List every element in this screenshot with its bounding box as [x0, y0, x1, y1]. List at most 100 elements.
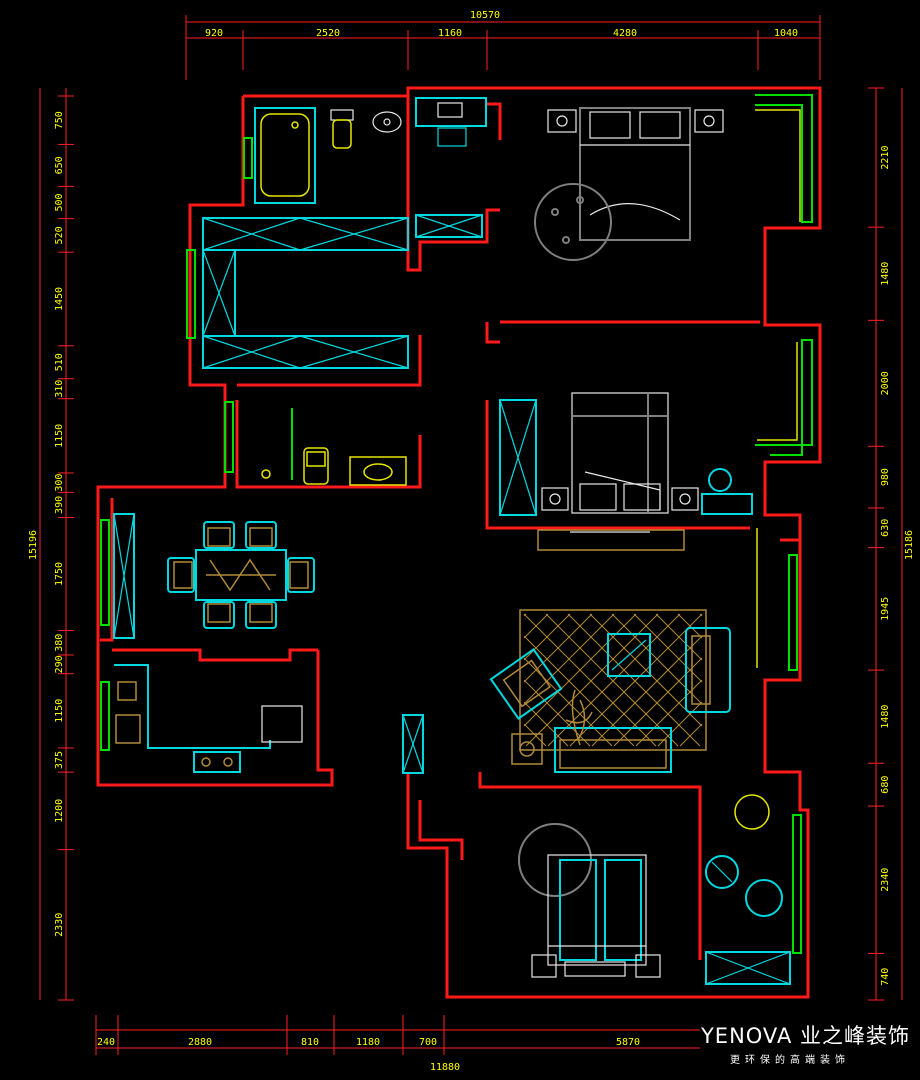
dimension-label: 240	[97, 1037, 115, 1048]
rug-line	[523, 613, 657, 747]
kitchen	[114, 664, 303, 773]
bathtub	[254, 107, 316, 204]
dining-table	[195, 549, 287, 601]
dimension-label: 520	[54, 226, 65, 244]
master-bathroom	[254, 97, 487, 204]
dimension-label: 390	[54, 496, 65, 514]
dimension-label: 1160	[438, 28, 462, 39]
nightstand	[547, 109, 577, 133]
dimension-label: 1480	[880, 705, 891, 729]
dimension-label: 310	[54, 380, 65, 398]
coffee-table	[607, 633, 651, 677]
rug-line	[613, 657, 703, 747]
wardrobe	[202, 335, 409, 369]
windows	[100, 94, 813, 954]
dining-area	[113, 513, 315, 639]
dimension-label: 10570	[470, 10, 500, 21]
floor-drain	[261, 469, 271, 479]
rug-line	[525, 613, 659, 747]
dimension-label: 4280	[613, 28, 637, 39]
rug-line	[545, 613, 679, 747]
rug-line	[657, 701, 703, 747]
rug-line	[523, 635, 635, 747]
sink	[261, 705, 303, 743]
dimension-label: 810	[301, 1037, 319, 1048]
rug-line	[523, 613, 615, 705]
dimension-label: 15186	[904, 530, 915, 560]
tv-cabinet	[554, 727, 672, 773]
rug-line	[547, 613, 681, 747]
washbasin	[372, 111, 402, 133]
dimension-label: 1450	[54, 287, 65, 311]
dimension-label: 500	[54, 193, 65, 211]
dimension-label: 290	[54, 655, 65, 673]
dimension-label: 980	[880, 468, 891, 486]
dimension-label: 700	[419, 1037, 437, 1048]
rug-line	[677, 613, 703, 639]
side-table	[511, 733, 543, 765]
round-rug	[534, 183, 612, 261]
living-room	[402, 609, 731, 774]
wardrobe	[705, 951, 791, 985]
window-bay	[755, 339, 813, 456]
cabinet	[415, 214, 483, 238]
dimension-label: 1480	[880, 262, 891, 286]
window	[243, 137, 253, 179]
double-bed	[579, 107, 691, 241]
dimension-label: 2880	[188, 1037, 212, 1048]
top-dimension-chain: 10570 920 2520 1160 4280 1040	[185, 10, 821, 80]
left-dimension-chain: 15196 7506505005201450510310115030039017…	[28, 88, 74, 1001]
rug-line	[679, 723, 703, 747]
dimension-label: 1040	[774, 28, 798, 39]
wardrobe	[499, 399, 537, 516]
window	[100, 681, 110, 751]
dimension-label: 2520	[316, 28, 340, 39]
dimension-label: 2210	[880, 146, 891, 170]
tv-cabinet	[537, 529, 685, 551]
rug-line	[523, 613, 593, 683]
dining-chairs	[167, 521, 315, 629]
dimension-label: 1200	[54, 799, 65, 823]
armchair	[489, 648, 563, 720]
rug-line	[523, 613, 637, 727]
nightstand	[635, 954, 661, 978]
dimension-label: 740	[880, 968, 891, 986]
window	[224, 401, 234, 473]
wardrobe	[202, 217, 409, 251]
rug-line	[589, 613, 703, 727]
nightstand	[694, 109, 724, 133]
double-bed	[571, 392, 669, 514]
rug-line	[523, 613, 571, 661]
plant	[565, 689, 593, 746]
rug-line	[569, 613, 703, 747]
stove	[193, 751, 241, 773]
washbasin	[349, 456, 407, 486]
window	[186, 249, 196, 339]
rug-line	[633, 613, 703, 683]
walls	[96, 86, 822, 999]
nightstand	[541, 487, 569, 511]
kitchen-counter	[114, 664, 271, 749]
toilet	[303, 447, 329, 485]
lounge-chair	[745, 879, 783, 917]
window-bay	[755, 94, 813, 223]
rug-line	[523, 657, 613, 747]
round-table	[705, 855, 739, 889]
dimension-label: 1150	[54, 699, 65, 723]
double-bed	[547, 854, 647, 966]
brand-logo: YENOVA 业之峰装饰	[700, 1024, 910, 1048]
rug-line	[567, 613, 701, 747]
dimension-label: 2330	[54, 913, 65, 937]
rug-line	[655, 613, 703, 661]
second-bedroom	[499, 392, 753, 551]
right-dimension-chain: 15186 2210148020009806301945148068023407…	[868, 87, 915, 1001]
cabinet	[402, 714, 424, 774]
toilet	[330, 109, 354, 121]
dimension-label: 680	[880, 776, 891, 794]
plant	[734, 794, 770, 830]
dimension-label: 5870	[616, 1037, 640, 1048]
washing-machine	[415, 97, 487, 127]
guest-bathroom	[261, 447, 407, 486]
wardrobe	[113, 513, 135, 639]
